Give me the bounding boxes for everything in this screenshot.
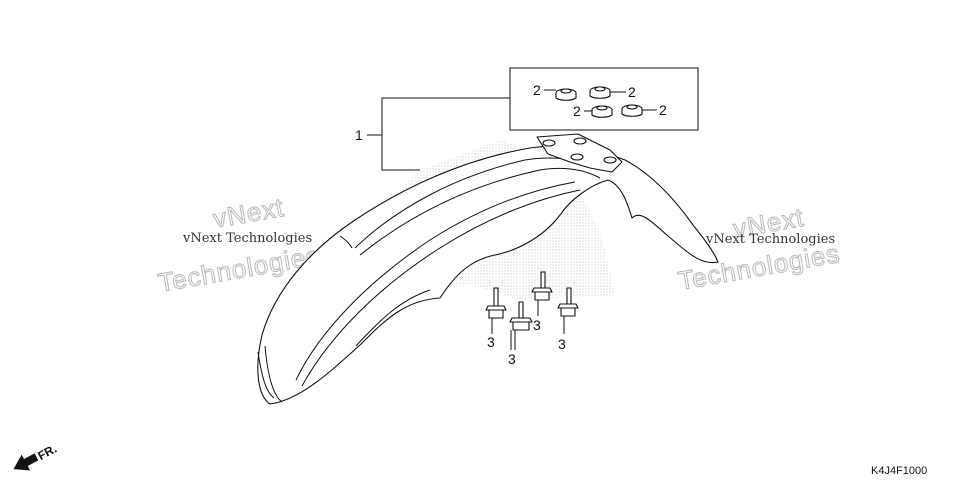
callout-1-label: 1 xyxy=(355,127,363,143)
flange-bolt-d xyxy=(557,287,579,317)
watermark-left-small: vNext Technologies xyxy=(182,231,312,246)
direction-label: FR. xyxy=(35,442,59,463)
callout-3c-label: 3 xyxy=(533,317,541,333)
mount-hole-1 xyxy=(542,139,556,147)
flange-nut-a xyxy=(555,88,577,101)
front-fender xyxy=(257,133,719,405)
mount-hole-3 xyxy=(570,153,584,161)
callout-nuts: 2 2 2 2 xyxy=(509,67,699,131)
flange-bolt-c xyxy=(531,271,553,301)
flange-bolt-b xyxy=(509,301,533,331)
fender-ridge-lower xyxy=(359,167,601,256)
flange-bolt-a xyxy=(485,287,507,319)
fender-center-channel xyxy=(295,181,576,381)
flange-nut-c xyxy=(591,105,613,118)
flange-nut-d xyxy=(621,104,643,117)
mount-hole-4 xyxy=(603,156,617,164)
flange-nut-b xyxy=(589,86,611,99)
flange-bolts: 3 3 3 3 xyxy=(485,271,579,367)
diagram-code: K4J4F1000 xyxy=(871,465,927,477)
callout-2d-label: 2 xyxy=(659,102,667,118)
mount-hole-2 xyxy=(573,137,587,145)
fender-tip-line xyxy=(339,235,353,249)
direction-arrow-icon xyxy=(13,453,39,471)
callout-2a-label: 2 xyxy=(533,82,541,98)
callout-2b-label: 2 xyxy=(628,84,636,100)
watermark-left-big-1: vNext xyxy=(211,192,287,234)
fender-side-fold xyxy=(355,289,431,347)
mounting-plate xyxy=(536,133,623,173)
watermark-right-small: vNext Technologies xyxy=(705,232,835,247)
fender-rear-rib xyxy=(257,351,275,399)
callout-fender: 1 xyxy=(355,97,510,171)
fender-outline xyxy=(257,145,719,405)
front-direction-indicator: FR. xyxy=(13,442,59,471)
callout-3b-label: 3 xyxy=(508,351,516,367)
callout-3a-label: 3 xyxy=(487,334,495,350)
callout-2c-label: 2 xyxy=(573,103,581,119)
fender-rear-edge xyxy=(264,345,283,403)
callout-3d-label: 3 xyxy=(558,336,566,352)
fender-center-channel-2 xyxy=(301,189,581,387)
